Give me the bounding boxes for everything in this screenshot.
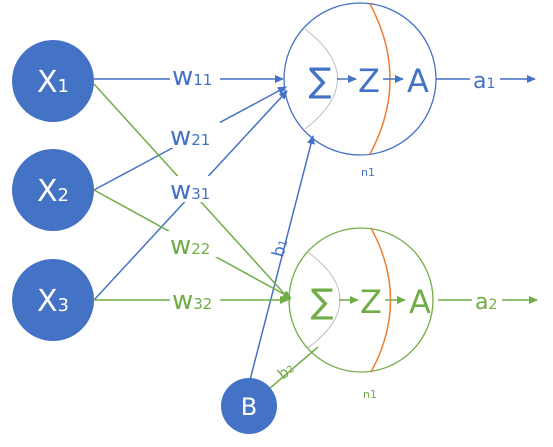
edge-b-n1 <box>249 135 315 381</box>
weight-label-w32: w32 <box>170 286 220 316</box>
svg-text:w21: w21 <box>170 122 210 152</box>
input-node-x1: X1 <box>12 40 94 122</box>
weight-label-w11: w11 <box>170 62 220 92</box>
svg-text:b1: b1 <box>268 237 292 259</box>
neuron-2-a: A <box>409 283 431 321</box>
svg-text:w32: w32 <box>172 286 212 316</box>
svg-text:w22: w22 <box>170 231 210 261</box>
svg-text:w11: w11 <box>172 62 212 92</box>
neuron-2-sum-symbol: ∑ <box>311 282 334 322</box>
input-label-x3: X3 <box>37 284 69 319</box>
neuron-2-z: Z <box>360 283 382 321</box>
neuron-1-z: Z <box>358 62 380 100</box>
input-node-x2: X2 <box>12 149 94 231</box>
input-label-x1: X1 <box>37 65 69 100</box>
weight-label-w21: w21 <box>168 122 220 152</box>
input-label-x2: X2 <box>37 174 69 209</box>
svg-text:w31: w31 <box>170 176 210 206</box>
bias-label-b2: b2 <box>274 359 298 383</box>
bias-node: B <box>221 378 277 434</box>
neuron-1-a: A <box>407 62 429 100</box>
input-node-x3: X3 <box>12 259 94 341</box>
output-label-a2: a2 <box>475 290 497 315</box>
bias-label: B <box>241 393 257 421</box>
svg-text:b2: b2 <box>274 359 298 383</box>
neuron-1-sum-symbol: ∑ <box>309 61 332 101</box>
bias-label-b1: b1 <box>268 237 292 259</box>
weight-label-w31: w31 <box>168 176 220 206</box>
weight-label-w22: w22 <box>168 231 220 261</box>
neuron-2-outline <box>288 227 434 373</box>
output-label-a1: a1 <box>473 69 495 94</box>
edge-b-n2 <box>261 346 319 396</box>
neuron-2: ∑ Z A n1 <box>288 227 434 401</box>
neuron-1-caption: n1 <box>361 166 375 179</box>
neuron-2-caption: n1 <box>363 388 377 401</box>
neuron-1: ∑ Z A n1 <box>283 2 437 179</box>
